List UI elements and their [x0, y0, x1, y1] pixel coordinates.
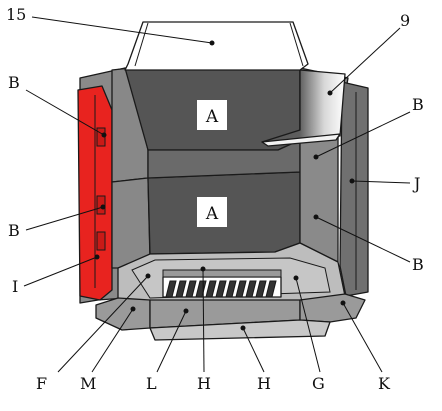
right-outer-wall-j	[339, 81, 369, 297]
label-h-left: H	[197, 374, 211, 393]
leader-lines	[23, 16, 411, 373]
label-b-left-upper: B	[8, 73, 20, 92]
label-box-a-upper	[197, 100, 227, 130]
top-cover-15	[124, 21, 309, 71]
label-g: G	[312, 374, 325, 393]
grate-rail	[162, 269, 282, 278]
label-h-right: H	[257, 374, 271, 393]
label-a-upper: A	[205, 107, 219, 127]
label-b-right-upper: B	[412, 95, 424, 114]
label-b-right-lower: B	[412, 255, 424, 274]
label-15: 15	[6, 5, 26, 24]
label-k: K	[378, 374, 391, 393]
label-i: I	[12, 277, 18, 296]
front-bar-right-k	[299, 293, 366, 323]
right-side-panel-lower	[299, 137, 339, 263]
label-box-a-lower	[197, 197, 227, 227]
baffle-front-edge	[261, 133, 341, 147]
label-9: 9	[400, 11, 410, 30]
label-b-left-lower: B	[8, 221, 20, 240]
label-l: L	[146, 374, 157, 393]
label-m: M	[80, 374, 96, 393]
grate-bars	[165, 280, 277, 298]
label-a-lower: A	[205, 204, 219, 224]
left-side-panel-lower	[111, 177, 151, 269]
front-strip-h	[149, 319, 331, 341]
label-j: J	[412, 174, 420, 193]
label-f: F	[36, 374, 47, 393]
